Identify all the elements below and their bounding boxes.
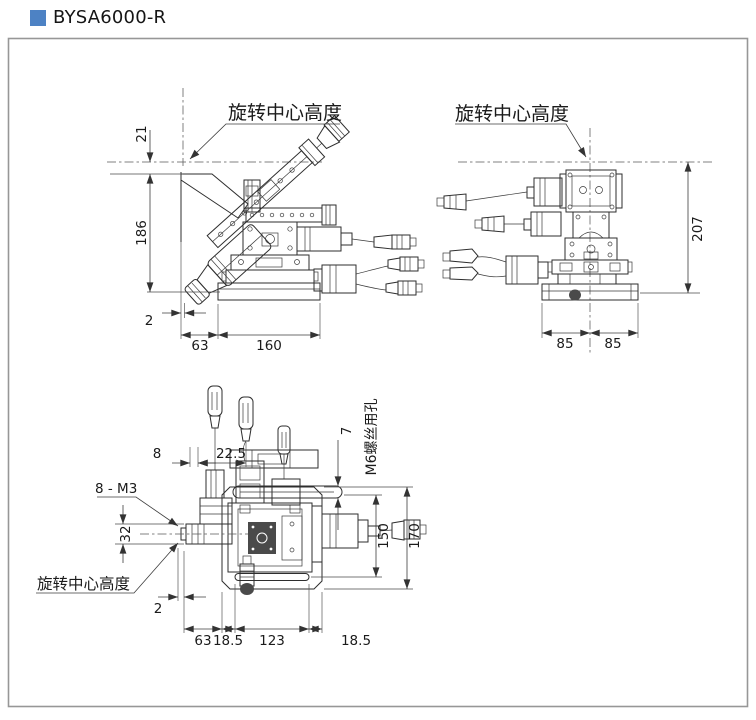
dim-170-text: 170 xyxy=(407,523,423,549)
dim-123-text: 123 xyxy=(259,633,285,649)
front-machine-body xyxy=(541,169,639,301)
dim-186-text: 186 xyxy=(134,220,150,246)
dim-2-plan-text: 2 xyxy=(154,601,163,617)
side-rotation-center-callout: 旋转中心高度 xyxy=(189,102,342,160)
plan-rotation-center-label: 旋转中心高度 xyxy=(37,575,130,593)
dim-63-side-text: 63 xyxy=(191,338,208,354)
dim-160-text: 160 xyxy=(256,338,282,354)
dim-32-text: 32 xyxy=(118,525,134,542)
front-left-motors xyxy=(436,177,563,285)
plan-bottom-slot xyxy=(234,573,310,581)
plan-dim-7: 7 xyxy=(334,427,355,530)
side-rotation-center-label: 旋转中心高度 xyxy=(228,102,342,124)
front-rotation-center-callout: 旋转中心高度 xyxy=(455,103,587,158)
plan-dim-22-5: 22.5 xyxy=(197,442,247,467)
front-dim-207: 207 xyxy=(640,161,706,294)
dim-207-text: 207 xyxy=(690,216,706,242)
side-view: 旋转中心高度 21 186 2 xyxy=(107,88,425,354)
plan-up-connectors xyxy=(199,385,301,525)
plan-left-assembly xyxy=(140,523,248,545)
plan-dim-2: 2 xyxy=(154,548,206,617)
plan-view: 8 22.5 7 M6螺丝用孔 32 8 - M3 xyxy=(36,385,427,649)
plan-top-rail xyxy=(232,485,343,499)
dim-7-text: 7 xyxy=(339,427,355,436)
title-bullet-square xyxy=(30,9,46,26)
plan-bottom-cylinder xyxy=(239,555,255,595)
plan-dim-150: 150 xyxy=(311,494,392,578)
side-dim-21: 21 xyxy=(110,125,183,175)
dim-18-5-left-text: 18.5 xyxy=(213,633,243,649)
dim-63-plan-text: 63 xyxy=(194,633,211,649)
dim-21-text: 21 xyxy=(134,125,150,142)
dim-2-side-text: 2 xyxy=(145,313,154,329)
side-dim-2: 2 xyxy=(145,242,206,339)
front-rotation-center-label: 旋转中心高度 xyxy=(455,103,569,125)
drawing-frame xyxy=(7,37,749,708)
plan-rotation-center-callout: 旋转中心高度 xyxy=(36,542,179,594)
side-upper-motor xyxy=(296,226,417,252)
title-bar: BYSA6000-R xyxy=(30,7,166,28)
front-dim-85-85: 85 85 xyxy=(541,303,639,352)
dim-85-right-text: 85 xyxy=(604,336,621,352)
plan-dim-170: 170 xyxy=(324,486,423,590)
dim-22-5-text: 22.5 xyxy=(216,446,246,462)
m3-holes-label: 8 - M3 xyxy=(95,481,137,497)
side-lower-motor xyxy=(313,256,425,296)
m6-slot-label: M6螺丝用孔 xyxy=(364,399,380,476)
dim-85-left-text: 85 xyxy=(556,336,573,352)
side-dim-186: 186 xyxy=(134,173,220,293)
side-dim-63-160: 63 160 xyxy=(180,303,321,354)
front-view: 旋转中心高度 207 85 85 xyxy=(436,103,712,354)
plan-m3-callout: 8 - M3 xyxy=(95,481,179,527)
side-tilted-assembly xyxy=(184,114,350,305)
plan-dim-chain: 63 18.5 123 18.5 xyxy=(183,584,371,649)
dim-8-text: 8 xyxy=(153,446,162,462)
dim-150-text: 150 xyxy=(376,523,392,549)
dim-18-5-right-text: 18.5 xyxy=(341,633,371,649)
page-title: BYSA6000-R xyxy=(53,7,167,28)
